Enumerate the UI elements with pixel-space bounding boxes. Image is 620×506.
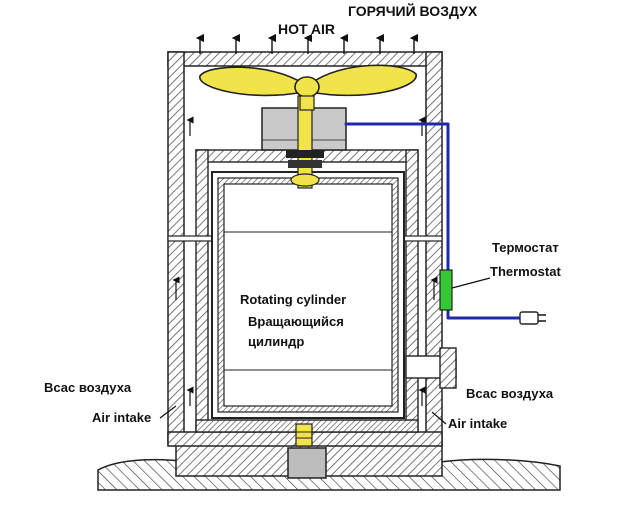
- wiring: [344, 122, 522, 320]
- hot-air-label-ru: ГОРЯЧИЙ ВОЗДУХ: [348, 2, 478, 19]
- airflow-arrows: [172, 116, 438, 406]
- power-plug-icon: [519, 311, 546, 325]
- rotating-cylinder: [211, 171, 405, 419]
- hot-air-arrows: [195, 33, 419, 54]
- thermostat-label-ru: Термостат: [492, 240, 559, 255]
- rotating-cylinder-label-ru-2: цилиндр: [248, 334, 304, 349]
- bottom-bearing: [295, 423, 313, 447]
- air-intake-right-ru: Всас воздуха: [466, 386, 554, 401]
- hot-air-label-en: HOT AIR: [278, 21, 335, 37]
- outer-housing: [167, 51, 443, 447]
- side-inlet-pipe: [405, 347, 457, 389]
- rotating-cylinder-label-ru-1: Вращающийся: [248, 314, 344, 329]
- base: [175, 443, 443, 479]
- rotating-cylinder-label-en: Rotating cylinder: [240, 292, 346, 307]
- air-intake-left-en: Air intake: [92, 410, 151, 425]
- fan-icon: [199, 64, 417, 111]
- air-intake-right-en: Air intake: [448, 416, 507, 431]
- air-intake-left-ru: Всас воздуха: [44, 380, 132, 395]
- thermostat-label-en: Thermostat: [490, 264, 561, 279]
- leader-lines: [159, 405, 447, 425]
- thermostat-icon: [439, 269, 491, 311]
- motor-icon: [261, 95, 347, 189]
